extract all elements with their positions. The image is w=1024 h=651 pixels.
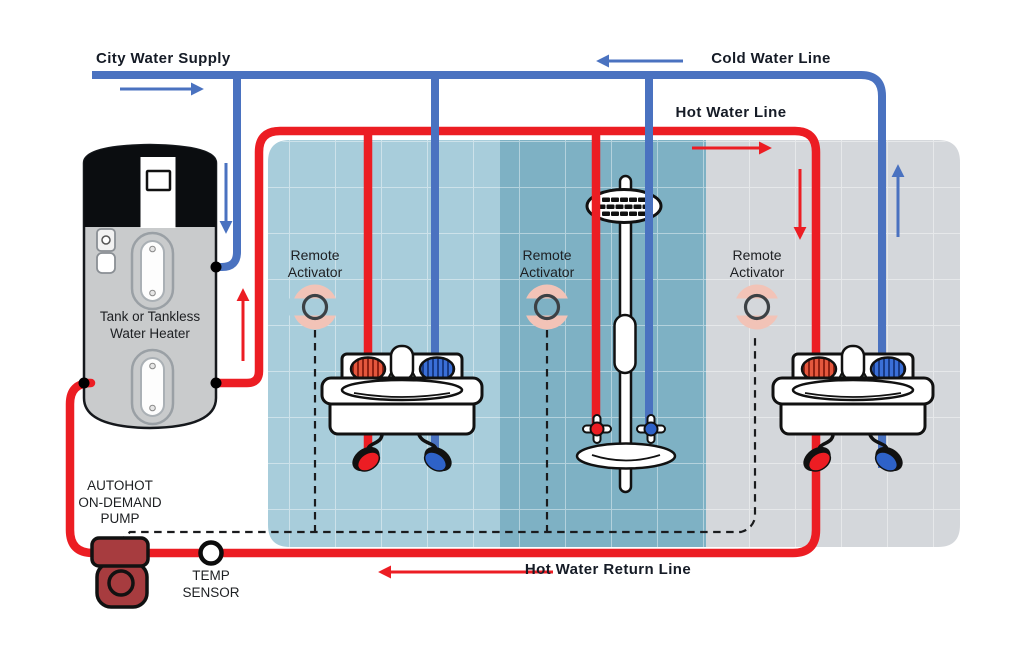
pump-label: AUTOHOT ON-DEMAND PUMP	[78, 478, 162, 526]
pipe-connectors	[78, 261, 222, 389]
hot-water-loop-pipe	[65, 126, 821, 558]
control-wires	[118, 330, 757, 543]
water-heater	[82, 143, 218, 430]
remote-activator-label-2: Remote Activator	[519, 247, 575, 280]
cold-water-pipes	[92, 71, 886, 468]
shower-hot-handle	[582, 414, 612, 444]
hot-water-return-line-label: Hot Water Return Line	[524, 561, 692, 578]
flow-arrows	[120, 54, 905, 579]
temp-sensor-label: TEMP SENSOR	[182, 568, 240, 600]
remote-activator-label-3: Remote Activator	[729, 247, 785, 280]
recirculation-pump	[90, 536, 150, 609]
shower-controls	[575, 414, 677, 470]
shower-mixer	[613, 313, 637, 375]
remote-activator-label-1: Remote Activator	[287, 247, 343, 280]
water-heater-label: Tank or Tankless Water Heater	[99, 309, 201, 341]
shower-cold-handle	[636, 414, 666, 444]
remote-activator-icon[interactable]	[289, 284, 341, 330]
heater-cold-branch	[214, 71, 241, 271]
remote-activator-icon[interactable]	[731, 284, 783, 330]
hot-water-line-label: Hot Water Line	[675, 104, 787, 121]
cold-water-line-label: Cold Water Line	[711, 50, 831, 67]
shower-base	[575, 442, 677, 470]
city-water-supply-label: City Water Supply	[96, 50, 231, 67]
heater-control-panel	[140, 157, 176, 228]
temp-sensor	[198, 540, 224, 566]
remote-activator-icon[interactable]	[521, 284, 573, 330]
city-cold-main-pipe	[92, 71, 886, 468]
